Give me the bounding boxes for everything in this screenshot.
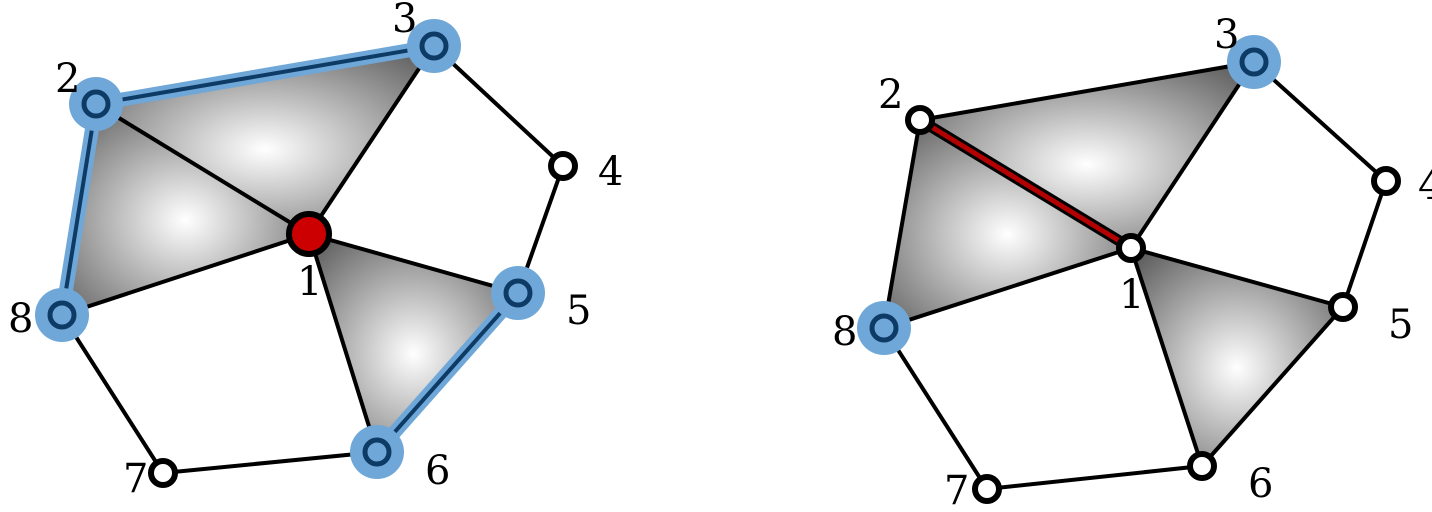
vertex-label-5: 5 bbox=[566, 288, 591, 334]
shaded-triangle-1-5-6 bbox=[1131, 248, 1343, 466]
vertex-7 bbox=[148, 458, 178, 488]
vertex-label-6: 6 bbox=[1248, 461, 1273, 507]
vertex-1 bbox=[1116, 233, 1146, 263]
edge-5-6 bbox=[375, 291, 520, 454]
vertex-4 bbox=[548, 151, 578, 181]
vertex-label-8: 8 bbox=[832, 309, 857, 355]
edge-1-8 bbox=[882, 246, 1133, 330]
vertex-label-6: 6 bbox=[425, 448, 450, 494]
edge-1-5 bbox=[307, 232, 520, 295]
edge-6-7 bbox=[161, 450, 379, 475]
edge-1-6 bbox=[1129, 246, 1204, 468]
shaded-triangle-1-2-8 bbox=[62, 104, 309, 315]
red-edge-1-2 bbox=[917, 117, 1134, 251]
edge-3-4 bbox=[432, 44, 565, 168]
right-diagram: 1 2 3 4 5 6 7 8 bbox=[832, 12, 1432, 512]
vertex-2 bbox=[905, 105, 935, 135]
vertex-label-1: 1 bbox=[297, 259, 322, 305]
vertex-8 bbox=[869, 313, 899, 343]
vertex-5 bbox=[503, 278, 533, 308]
left-diagram: 1 2 3 4 5 6 7 8 bbox=[8, 0, 623, 502]
edge-2-3 bbox=[94, 44, 436, 106]
edge-8-2 bbox=[60, 102, 98, 317]
vertex-7 bbox=[972, 474, 1002, 504]
edge-1-3 bbox=[307, 44, 436, 236]
edge-1-3 bbox=[1129, 60, 1256, 250]
vertex-label-2: 2 bbox=[55, 56, 80, 102]
vertex-8 bbox=[47, 300, 77, 330]
edge-5-6 bbox=[1200, 305, 1345, 468]
edge-2-3 bbox=[918, 60, 1256, 122]
edge-1-5 bbox=[1129, 246, 1345, 309]
edge-1-8 bbox=[60, 232, 311, 317]
edge-7-8 bbox=[882, 326, 989, 491]
edge-1-6 bbox=[307, 232, 379, 454]
vertex-label-4: 4 bbox=[1418, 163, 1432, 209]
edge-1-2 bbox=[94, 102, 311, 236]
vertex-label-3: 3 bbox=[392, 0, 417, 42]
vertex-label-5: 5 bbox=[1388, 302, 1413, 348]
edge-3-4 bbox=[1252, 60, 1388, 183]
vertex-3 bbox=[419, 31, 449, 61]
vertex-label-3: 3 bbox=[1214, 12, 1239, 58]
vertex-label-4: 4 bbox=[598, 149, 623, 195]
vertex-label-7: 7 bbox=[123, 456, 148, 502]
vertex-label-8: 8 bbox=[8, 296, 33, 342]
vertex-1-selected bbox=[286, 211, 332, 257]
edge-8-2 bbox=[882, 118, 922, 330]
vertex-2 bbox=[81, 89, 111, 119]
vertex-6 bbox=[1187, 451, 1217, 481]
shaded-triangle-1-2-8 bbox=[884, 120, 1131, 328]
vertex-5 bbox=[1328, 292, 1358, 322]
edge-4-5 bbox=[1341, 179, 1388, 309]
vertex-label-2: 2 bbox=[878, 72, 903, 118]
edge-7-8 bbox=[60, 313, 165, 475]
shaded-triangle-1-2-3 bbox=[920, 62, 1254, 248]
edge-6-7 bbox=[985, 464, 1204, 491]
vertex-3 bbox=[1239, 47, 1269, 77]
vertex-4 bbox=[1371, 166, 1401, 196]
vertex-label-1: 1 bbox=[1119, 272, 1144, 318]
vertex-label-7: 7 bbox=[944, 468, 969, 507]
vertex-6 bbox=[362, 437, 392, 467]
